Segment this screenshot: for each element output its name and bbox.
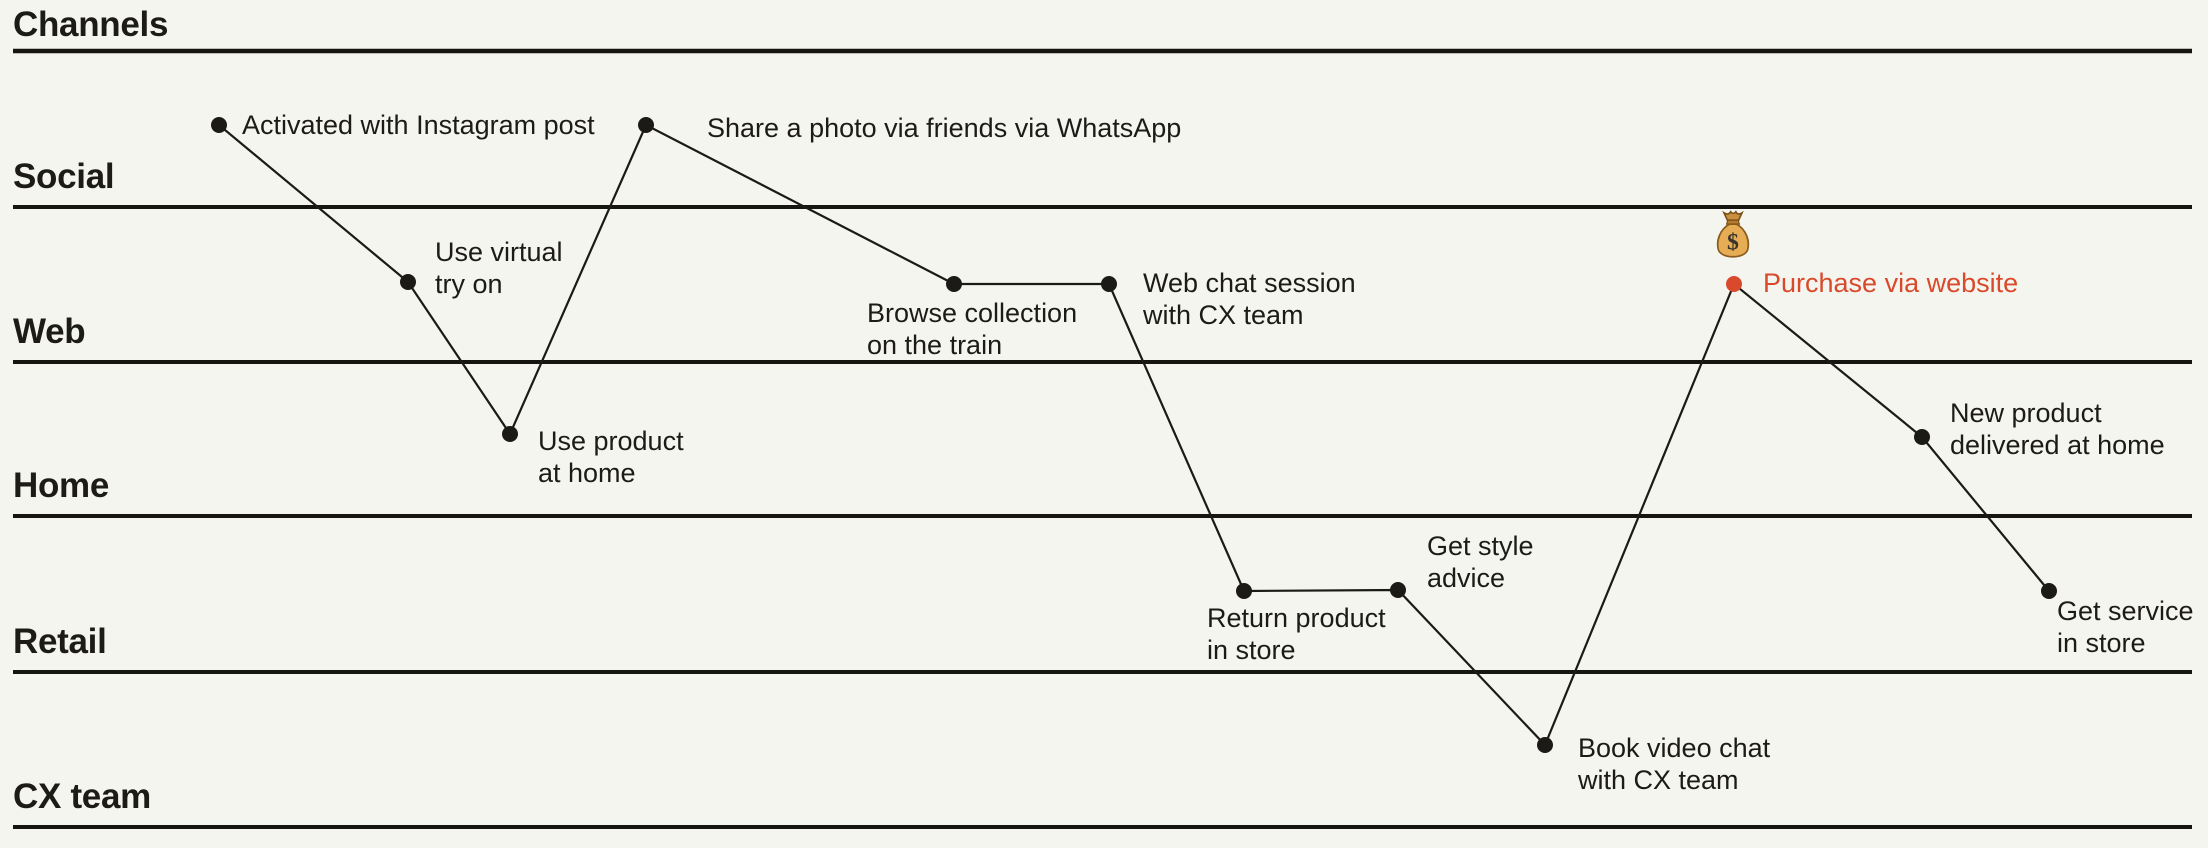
- journey-point-dot-11: [1914, 429, 1930, 445]
- point-label-purchase-website: Purchase via website: [1763, 268, 2019, 298]
- journey-point-dot-10: [1726, 276, 1742, 292]
- lane-label-web: Web: [13, 312, 86, 351]
- point-label-activated-instagram: Activated with Instagram post: [242, 110, 595, 140]
- money-bag-neck: [1725, 219, 1741, 225]
- point-label-web-chat-session: Web chat session with CX team: [1143, 268, 1356, 330]
- point-label-get-style-advice: Get style advice: [1427, 531, 1534, 593]
- journey-point-dot-1: [211, 117, 227, 133]
- money-bag-dollar: $: [1727, 230, 1739, 256]
- journey-path: [218, 123, 2050, 747]
- journey-point-dot-6: [1101, 276, 1117, 292]
- page-title: Channels: [13, 5, 169, 44]
- journey-point-dot-8: [1390, 582, 1406, 598]
- point-label-share-photo-whatsapp: Share a photo via friends via WhatsApp: [707, 113, 1182, 143]
- point-label-get-service-store: Get service in store: [2057, 596, 2194, 658]
- lane-label-social: Social: [13, 157, 115, 196]
- journey-point-dot-7: [1236, 583, 1252, 599]
- journey-point-dot-3: [502, 426, 518, 442]
- point-label-virtual-try-on: Use virtual try on: [435, 237, 563, 299]
- point-label-browse-collection: Browse collection on the train: [867, 298, 1078, 360]
- point-label-book-video-chat: Book video chat with CX team: [1578, 733, 1771, 795]
- lane-label-home: Home: [13, 466, 110, 505]
- money-bag-icon: $: [1716, 210, 1750, 258]
- journey-point-dot-5: [946, 276, 962, 292]
- journey-point-dot-2: [400, 274, 416, 290]
- journey-point-dot-12: [2041, 583, 2057, 599]
- journey-point-dot-9: [1537, 737, 1553, 753]
- lane-label-cx-team: CX team: [13, 777, 151, 816]
- lane-label-retail: Retail: [13, 622, 107, 661]
- point-label-use-product-home: Use product at home: [538, 426, 684, 488]
- money-bag-body: [1716, 223, 1750, 258]
- money-bag-tie: [1722, 210, 1744, 221]
- point-label-return-product: Return product in store: [1207, 603, 1386, 665]
- journey-point-dot-4: [638, 117, 654, 133]
- point-label-new-product-delivered: New product delivered at home: [1950, 398, 2165, 460]
